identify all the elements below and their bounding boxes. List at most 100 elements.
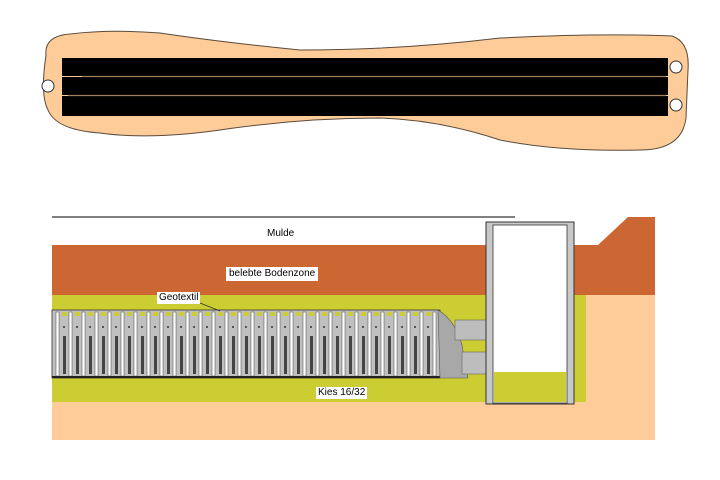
module-slot (193, 336, 196, 374)
module-gap (335, 312, 340, 316)
module-hole (89, 326, 91, 328)
module-gap (127, 312, 132, 316)
module-rib (120, 311, 125, 377)
module-rib (159, 311, 164, 377)
module-gap (413, 312, 418, 316)
module-rib (419, 311, 424, 377)
module-hole (375, 326, 377, 328)
module-hole (102, 326, 104, 328)
module-slot (154, 336, 157, 374)
module-hole (193, 326, 195, 328)
module-slot (284, 336, 287, 374)
module-rib (133, 311, 138, 377)
module-hole (388, 326, 390, 328)
module-rib (94, 311, 99, 377)
module-rib (341, 311, 346, 377)
module-rib (432, 311, 437, 377)
module-rib (393, 311, 398, 377)
shaft-gravel-sump (494, 372, 566, 402)
module-hole (115, 326, 117, 328)
module-rib (211, 311, 216, 377)
plan-tunnel-row-1 (62, 58, 668, 76)
label-swale: Mulde (267, 228, 295, 239)
module-hole (167, 326, 169, 328)
module-hole (336, 326, 338, 328)
plan-tunnel-row-3 (62, 96, 668, 116)
module-hole (128, 326, 130, 328)
module-rib (380, 311, 385, 377)
module-hole (206, 326, 208, 328)
module-hole (284, 326, 286, 328)
module-gap (309, 312, 314, 316)
module-gap (400, 312, 405, 316)
module-hole (76, 326, 78, 328)
module-rib (185, 311, 190, 377)
module-slot (63, 336, 66, 374)
module-slot (219, 336, 222, 374)
module-rib (68, 311, 73, 377)
module-slot (323, 336, 326, 374)
module-gap (374, 312, 379, 316)
module-gap (218, 312, 223, 316)
module-slot (388, 336, 391, 374)
module-end-cap (437, 309, 469, 379)
module-slot (362, 336, 365, 374)
module-hole (232, 326, 234, 328)
module-rib (367, 311, 372, 377)
module-hole (310, 326, 312, 328)
module-hole (349, 326, 351, 328)
module-hole (401, 326, 403, 328)
module-hole (323, 326, 325, 328)
tunnel-modules (51, 309, 444, 379)
module-gap (283, 312, 288, 316)
label-gravel: Kies 16/32 (316, 387, 368, 399)
module-gap (322, 312, 327, 316)
module-rib (276, 311, 281, 377)
module-rib (224, 311, 229, 377)
plan-tunnel-row-2 (62, 77, 668, 95)
module-slot (115, 336, 118, 374)
module-gap (205, 312, 210, 316)
module-slot (167, 336, 170, 374)
module-gap (114, 312, 119, 316)
label-geotextile: Geotextil (157, 292, 201, 304)
plan-shaft-left (41, 79, 55, 93)
module-gap (348, 312, 353, 316)
module-slot (336, 336, 339, 374)
module-rib (107, 311, 112, 377)
module-hole (362, 326, 364, 328)
module-gap (179, 312, 184, 316)
module-slot (375, 336, 378, 374)
module-hole (245, 326, 247, 328)
module-hole (154, 326, 156, 328)
module-gap (244, 312, 249, 316)
module-hole (141, 326, 143, 328)
module-gap (62, 312, 67, 316)
section-view (51, 216, 655, 440)
module-gap (192, 312, 197, 316)
module-slot (180, 336, 183, 374)
plan-shaft-right-bottom (669, 98, 683, 112)
module-rib (55, 311, 60, 377)
module-rib (263, 311, 268, 377)
module-slot (310, 336, 313, 374)
module-slot (232, 336, 235, 374)
module-rib (328, 311, 333, 377)
module-hole (63, 326, 65, 328)
module-gap (88, 312, 93, 316)
module-slot (141, 336, 144, 374)
label-topsoil: belebte Bodenzone (226, 267, 319, 281)
module-slot (128, 336, 131, 374)
geotextile-leader (199, 302, 221, 312)
module-slot (297, 336, 300, 374)
module-rib (302, 311, 307, 377)
module-slot (245, 336, 248, 374)
module-rib (237, 311, 242, 377)
module-rib (172, 311, 177, 377)
module-hole (258, 326, 260, 328)
module-rib (198, 311, 203, 377)
module-slot (76, 336, 79, 374)
module-rib (406, 311, 411, 377)
module-gap (166, 312, 171, 316)
